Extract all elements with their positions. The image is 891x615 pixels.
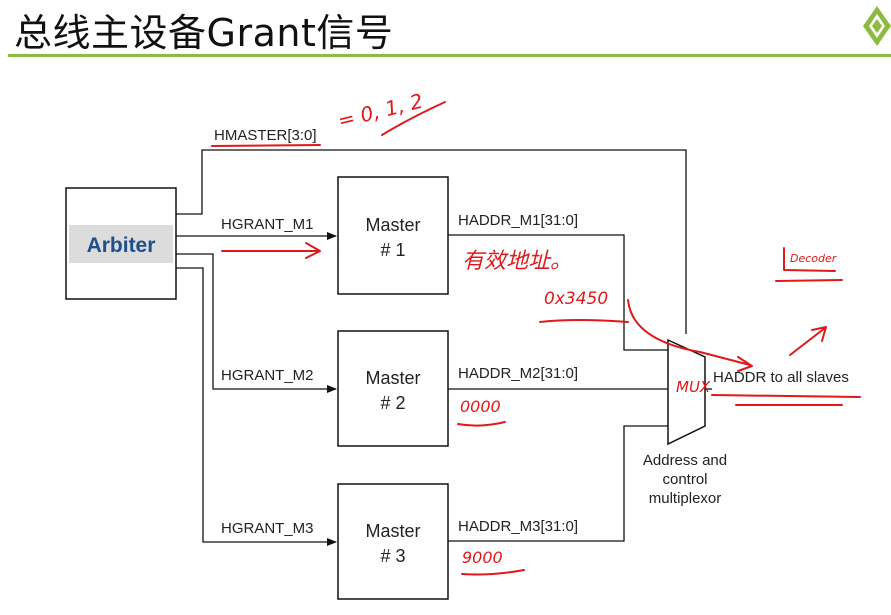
master-3-label: Master [365, 521, 420, 541]
haddr-out-label: HADDR to all slaves [713, 369, 849, 386]
haddr-m3-wire [448, 425, 668, 542]
haddr-m1-wire [448, 234, 668, 351]
master-2-label: Master [365, 368, 420, 388]
decoder-bracket [775, 247, 843, 282]
haddr-m1-label: HADDR_M1[31:0] [458, 212, 578, 229]
hmaster-wire [176, 149, 687, 334]
haddr-m3-label: HADDR_M3[31:0] [458, 518, 578, 535]
logo-icon [851, 4, 891, 48]
hgrant-m2-label: HGRANT_M2 [221, 367, 314, 384]
title-divider [8, 54, 891, 57]
hmaster-note: = 0, 1, 2 [335, 89, 425, 133]
hmaster-label: HMASTER[3:0] [214, 127, 317, 144]
haddr-out-underline [711, 394, 861, 398]
hgrant-m3-label: HGRANT_M3 [221, 520, 314, 537]
master-2-number: # 2 [380, 393, 405, 413]
master-1-number: # 1 [380, 240, 405, 260]
decoder-ink-arrow [789, 326, 827, 356]
arbiter-label: Arbiter [87, 234, 156, 257]
addr-underline [539, 319, 629, 323]
mux-ink-arrow [627, 299, 753, 372]
haddr-m2-label: HADDR_M2[31:0] [458, 365, 578, 382]
hgrant-m2-wire [176, 253, 337, 393]
hmaster-underline [211, 144, 321, 147]
addr-note: 0x3450 [544, 289, 608, 309]
master-2-box [337, 330, 449, 447]
mux-label-line3: multiplexor [649, 490, 722, 507]
m2-note: 0000 [460, 397, 501, 416]
hgrant-m1-label: HGRANT_M1 [221, 216, 314, 233]
grant-m1-ink-arrow [221, 242, 321, 259]
hgrant-m3-wire [176, 267, 337, 546]
master-3-box [337, 483, 449, 600]
page-title: 总线主设备Grant信号 [14, 11, 394, 55]
master-1-box [337, 176, 449, 295]
mux-note: MUX [676, 378, 711, 396]
master-1-label: Master [365, 215, 420, 235]
mux-label-line1: Address and [643, 452, 727, 469]
decoder-note: Decoder [790, 252, 838, 265]
master-3-number: # 3 [380, 546, 405, 566]
arbiter-label-bg [69, 225, 173, 263]
m1-note: 有效地址。 [462, 249, 572, 274]
hmaster-note-stroke [381, 101, 446, 136]
mux-label-line2: control [662, 471, 707, 488]
m3-note: 9000 [462, 548, 503, 567]
m2-underline [457, 421, 506, 427]
m3-underline [461, 569, 525, 576]
